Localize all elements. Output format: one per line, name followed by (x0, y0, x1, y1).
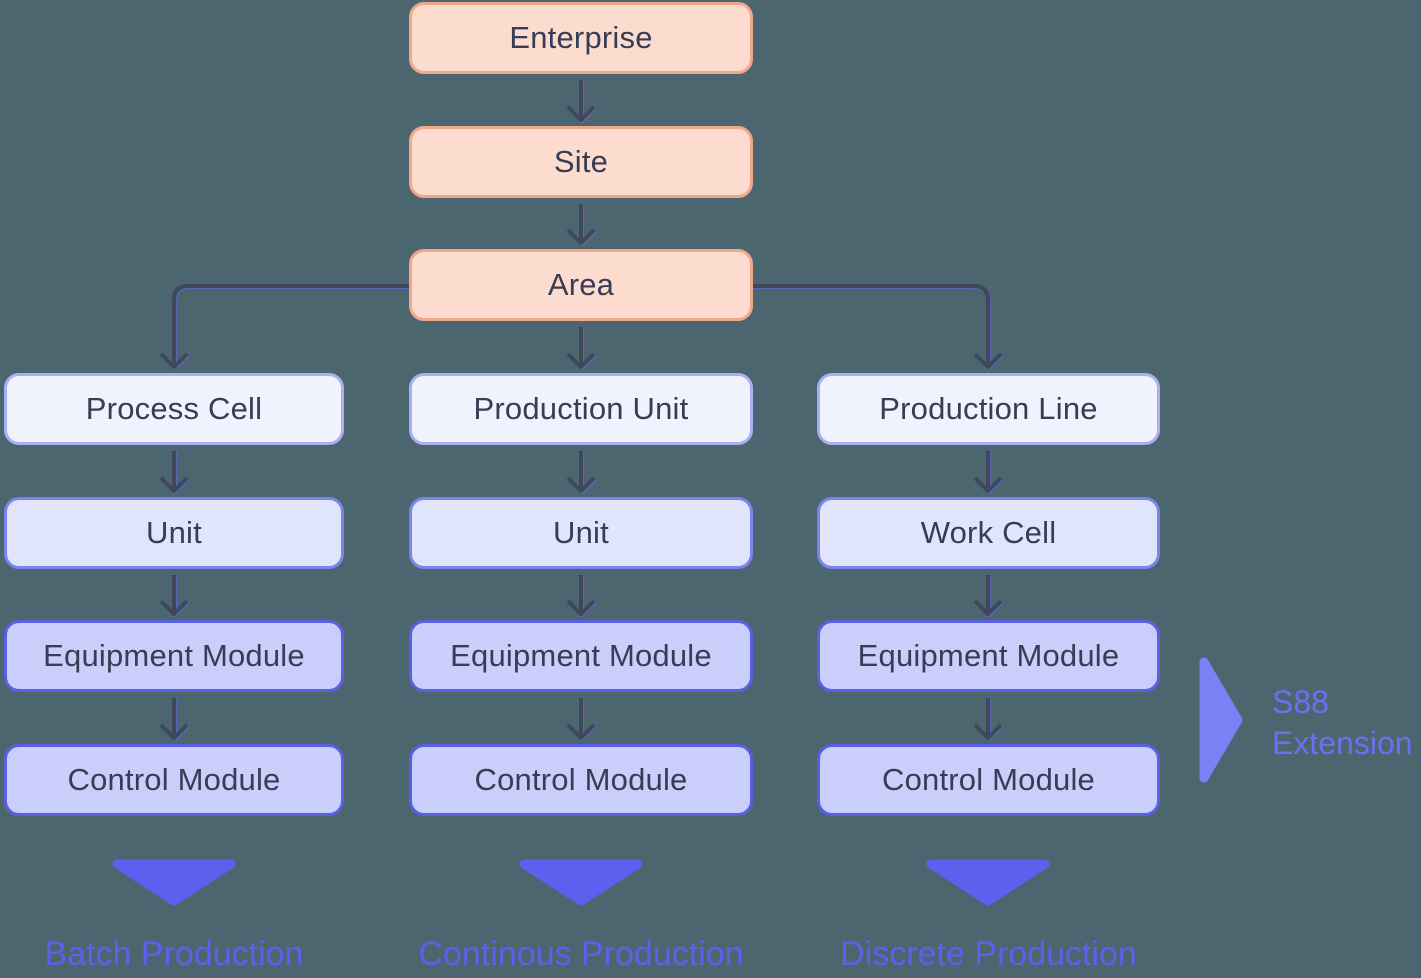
node-unit-batch: Unit (4, 497, 344, 569)
node-equipment-module-continuous: Equipment Module (409, 620, 753, 692)
node-control-module-batch: Control Module (4, 744, 344, 816)
arrow-enterprise-site (566, 80, 596, 122)
node-unit-continuous: Unit (409, 497, 753, 569)
node-control-module-continuous: Control Module (409, 744, 753, 816)
node-equipment-module-discrete: Equipment Module (817, 620, 1160, 692)
node-area: Area (409, 249, 753, 321)
production-triangle-batch (112, 859, 236, 906)
branch-area-process-cell (159, 284, 409, 369)
node-control-module-discrete: Control Module (817, 744, 1160, 816)
arrow-batch-level3-level4 (159, 698, 189, 740)
arrow-continuous-level2-level3 (566, 575, 596, 616)
arrow-batch-level2-level3 (159, 575, 189, 616)
node-site: Site (409, 126, 753, 198)
arrow-continuous-level3-level4 (566, 698, 596, 740)
label-batch-production: Batch Production (44, 935, 304, 973)
arrow-batch-level1-level2 (159, 451, 189, 493)
arrow-discrete-level2-level3 (973, 575, 1003, 616)
label-discrete-production: Discrete Production (840, 935, 1137, 973)
s88-pointer-icon (1199, 657, 1243, 783)
branch-area-production-line (753, 284, 1003, 369)
production-triangle-discrete (926, 859, 1050, 906)
arrow-continuous-level1-level2 (566, 451, 596, 493)
node-process-cell: Process Cell (4, 373, 344, 445)
arrow-discrete-level1-level2 (973, 451, 1003, 493)
node-equipment-module-batch: Equipment Module (4, 620, 344, 692)
s88-extension-line1: S88 (1272, 684, 1329, 720)
arrow-site-area (566, 204, 596, 245)
node-enterprise: Enterprise (409, 2, 753, 74)
arrow-area-production-unit (566, 327, 596, 369)
label-continuous-production: Continous Production (418, 935, 744, 973)
node-work-cell: Work Cell (817, 497, 1160, 569)
production-triangle-continuous (519, 859, 643, 906)
s88-extension-line2: Extension (1272, 725, 1413, 761)
arrow-discrete-level3-level4 (973, 698, 1003, 740)
node-production-line: Production Line (817, 373, 1160, 445)
node-production-unit: Production Unit (409, 373, 753, 445)
s88-extension-label: S88 Extension (1272, 682, 1413, 764)
